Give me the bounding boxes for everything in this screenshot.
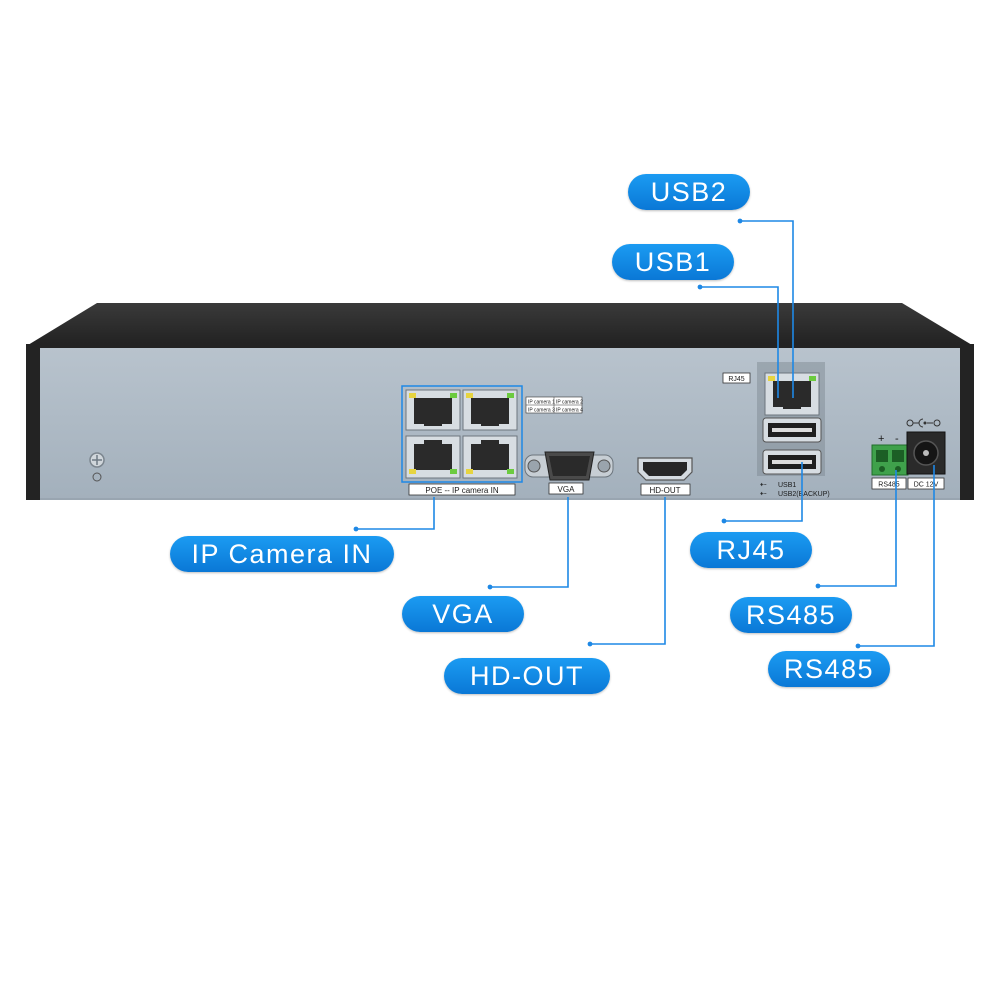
poe-label: POE -- IP camera IN bbox=[425, 486, 498, 495]
vga-port-icon[interactable]: VGA bbox=[524, 451, 614, 495]
leader-ip-camera-in bbox=[356, 497, 435, 530]
callout-rs485-a: RS485 bbox=[730, 597, 852, 633]
rj45-port-3-icon[interactable] bbox=[405, 435, 461, 479]
rs485-plus-sign: + bbox=[878, 433, 884, 445]
rj45-usb-module: RJ45 ⇠ ⇠ USB1 USB2(BACKUP) bbox=[722, 362, 830, 498]
leader-rs485-a bbox=[818, 470, 897, 587]
callout-hd-out: HD-OUT bbox=[444, 658, 610, 694]
cam-label-1: IP camera 1 bbox=[528, 400, 555, 406]
callout-ip-camera-in: IP Camera IN bbox=[170, 536, 394, 572]
hdmi-port-icon[interactable]: HD-OUT bbox=[637, 457, 693, 496]
vga-port-label: VGA bbox=[558, 485, 576, 494]
rs485-port-label: RS485 bbox=[878, 482, 900, 489]
callout-usb2: USB2 bbox=[628, 174, 750, 210]
ground-screw-icon bbox=[89, 452, 105, 482]
rj45-port-1-icon[interactable] bbox=[405, 389, 461, 431]
leader-hd-out bbox=[590, 497, 666, 645]
hdout-port-label: HD-OUT bbox=[649, 486, 680, 495]
leader-lines bbox=[353, 218, 935, 649]
usb-symbol-1-icon: ⇠ bbox=[760, 480, 767, 489]
leader-usb1 bbox=[700, 286, 779, 398]
callout-usb1: USB1 bbox=[612, 244, 734, 280]
usb2-port-icon[interactable] bbox=[762, 449, 822, 475]
dc-power-jack-icon[interactable]: DC 12V bbox=[906, 418, 946, 490]
callout-rj45: RJ45 bbox=[690, 532, 812, 568]
leader-rj45 bbox=[724, 462, 803, 522]
cam-label-3: IP camera 3 bbox=[528, 408, 555, 414]
usb1-port-label: USB1 bbox=[778, 482, 796, 489]
leader-rs485-b bbox=[858, 465, 935, 647]
rs485-minus-sign: - bbox=[895, 433, 899, 445]
usb1-port-icon[interactable] bbox=[762, 417, 822, 443]
callout-vga: VGA bbox=[402, 596, 524, 632]
camera-label-grid: IP camera 1 IP camera 2 IP camera 3 IP c… bbox=[525, 396, 583, 414]
cam-label-2: IP camera 2 bbox=[556, 400, 583, 406]
usb2-port-label: USB2(BACKUP) bbox=[778, 491, 830, 498]
dc-port-label: DC 12V bbox=[914, 482, 939, 489]
cam-label-4: IP camera 4 bbox=[556, 408, 583, 414]
callout-rs485-b: RS485 bbox=[768, 651, 890, 687]
rj45-port-2-icon[interactable] bbox=[462, 389, 518, 431]
polarity-symbol-icon bbox=[906, 418, 941, 428]
chassis-top bbox=[28, 303, 972, 345]
leader-usb2 bbox=[740, 220, 794, 398]
rj45-port-label: RJ45 bbox=[728, 376, 744, 383]
usb-symbol-2-icon: ⇠ bbox=[760, 489, 767, 498]
rs485-terminal-icon[interactable]: + - RS485 bbox=[871, 433, 909, 490]
rj45-port-4-icon[interactable] bbox=[462, 435, 518, 479]
leader-vga bbox=[490, 497, 569, 588]
poe-ports-block: POE -- IP camera IN bbox=[401, 385, 523, 496]
rj45-lan-port-icon[interactable] bbox=[764, 372, 820, 416]
